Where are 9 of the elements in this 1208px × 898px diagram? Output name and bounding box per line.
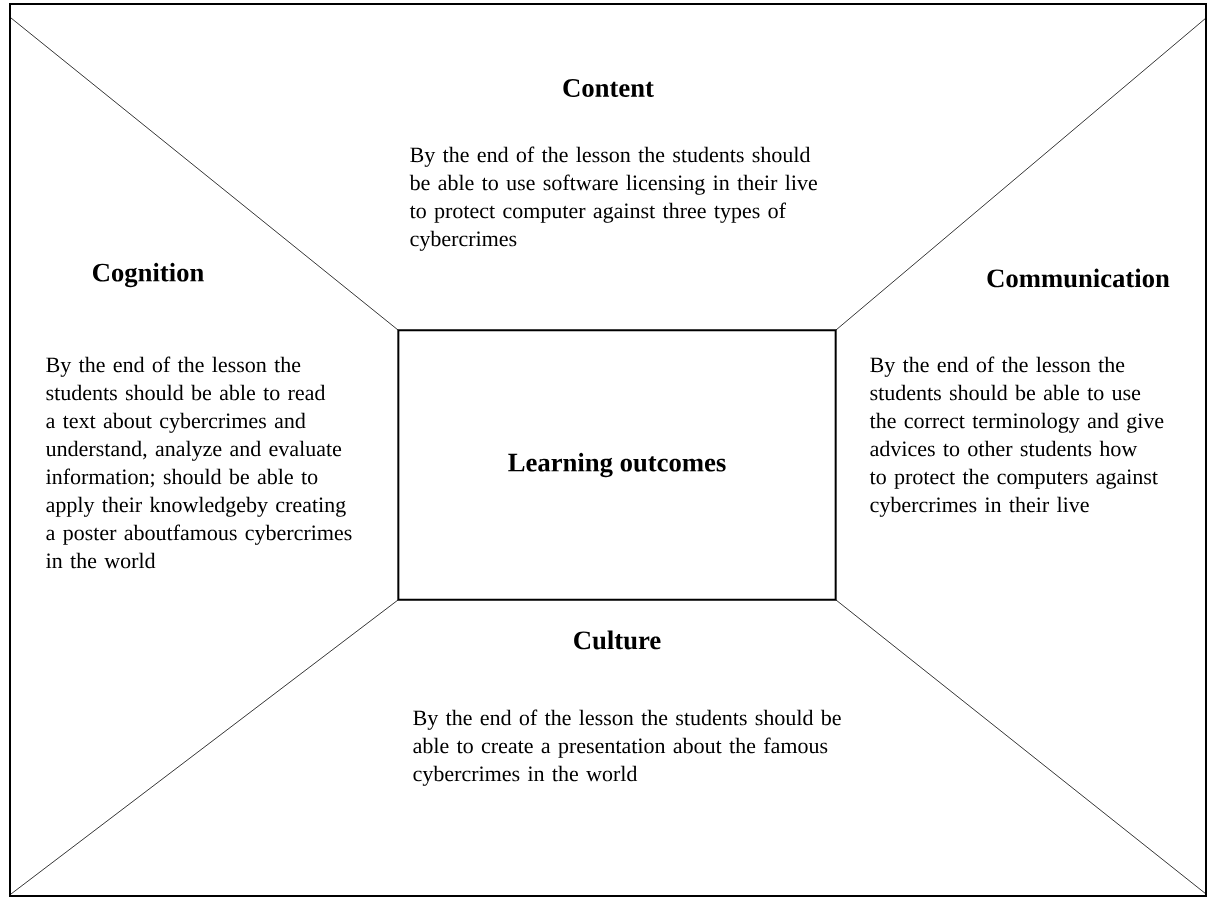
description-text: By the end of the lesson the students should be able to use the correct terminology and give advices to other students how to protect the computers against cybercrimes in their live	[869, 356, 1164, 517]
description-text: By the end of the lesson the students should be able to create a presentation about the famous cybercrimes in the world	[413, 709, 841, 786]
region-heading: Communication	[987, 268, 1170, 288]
region-heading: Cognition	[93, 262, 204, 288]
region-heading: Content	[563, 79, 654, 97]
region-heading: Culture	[574, 630, 661, 650]
description-text: By the end of the lesson the students should be able to use software licensing in their live to protect computer against three types of cybercrimes	[409, 146, 817, 251]
description-text: By the end of the lesson the students should be able to read a text about cybercrimes and understand, analyze and evaluate information; should be able to apply their knowledgeby creating a poster aboutfamous cybercrimes in the world	[45, 356, 352, 569]
center-box: Learning outcomes	[397, 329, 837, 601]
